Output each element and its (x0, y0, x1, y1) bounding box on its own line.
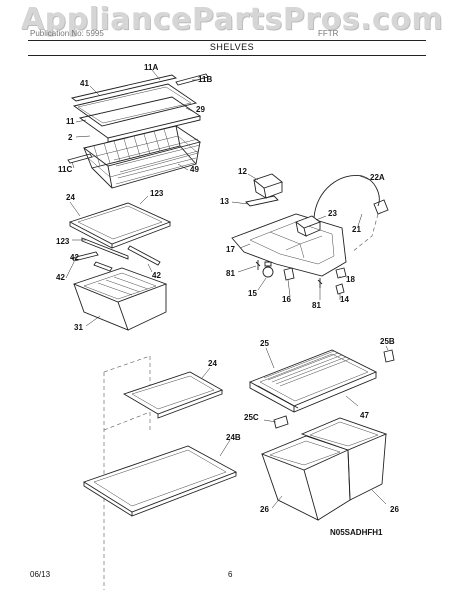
callout-24-lower: 24 (208, 359, 217, 368)
cover-frame-part (257, 385, 299, 409)
footer-page-number: 6 (228, 570, 233, 579)
shelf-basket-assembly (67, 73, 209, 189)
light-socket-part (283, 267, 295, 281)
callout-25b: 25B (380, 337, 395, 346)
callout-13: 13 (220, 197, 229, 206)
control-knob-part (253, 173, 283, 189)
drawer-slide-part (71, 251, 99, 262)
glass-shelf-part (72, 83, 198, 127)
cover-bracket-part (383, 349, 395, 363)
callout-29: 29 (196, 105, 205, 114)
callout-123-lower: 123 (56, 237, 70, 246)
callout-31: 31 (74, 323, 83, 332)
callout-15: 15 (248, 289, 257, 298)
callout-42-lower: 42 (56, 273, 65, 282)
callout-23: 23 (328, 209, 337, 218)
cover-support-part (273, 415, 289, 429)
callout-14: 14 (340, 295, 349, 304)
sensor-clip-part (373, 199, 389, 215)
bracket-part (245, 195, 279, 207)
title-rule (28, 55, 426, 56)
callout-24-upper: 24 (66, 193, 75, 202)
callout-123-upper: 123 (150, 189, 164, 198)
crisper-cover-rail-part (81, 237, 129, 260)
capillary-tube-part (313, 175, 380, 219)
callout-11b: 11B (198, 75, 212, 84)
control-housing-assembly (231, 173, 389, 295)
callout-49: 49 (190, 165, 199, 174)
fresh-food-liner-assembly (82, 355, 238, 590)
callout-11c: 11C (58, 165, 72, 174)
callout-12: 12 (238, 167, 247, 176)
crisper-cover-glass-part (248, 349, 378, 407)
callout-labels: 41 11A 11B 29 11 2 11C 49 123 24 123 42 … (56, 63, 399, 514)
callout-26-left: 26 (260, 505, 269, 514)
callout-81-left: 81 (226, 269, 235, 278)
footer-date: 06/13 (30, 570, 51, 579)
glass-shelf-24-part (122, 371, 224, 415)
callout-42-right: 42 (152, 271, 161, 280)
leader-lines (65, 69, 389, 509)
callout-25: 25 (260, 339, 269, 348)
crisper-cover-assembly (68, 202, 172, 331)
light-switch-part (335, 267, 347, 279)
crisper-bin-part (72, 267, 168, 331)
shelf-frame-part (78, 96, 202, 139)
wire-basket-part (82, 125, 202, 189)
callout-21: 21 (352, 225, 361, 234)
diagram-code: N05SADHFH1 (330, 528, 383, 537)
crisper-cover-frame-part (68, 202, 172, 245)
crisper-drawer-right-part (300, 417, 388, 501)
glass-shelf-24b-part (82, 445, 238, 513)
callout-47: 47 (360, 411, 369, 420)
callout-41: 41 (80, 79, 89, 88)
callout-18: 18 (346, 275, 355, 284)
callout-22a: 22A (370, 173, 385, 182)
header-rule (28, 40, 426, 41)
callout-24b: 24B (226, 433, 241, 442)
callout-81-right: 81 (312, 301, 321, 310)
shelf-rail-part (175, 73, 209, 86)
callout-11: 11 (66, 117, 75, 126)
light-bulb-part (262, 266, 274, 278)
crisper-pair-assembly (248, 349, 395, 521)
page-title: SHELVES (209, 42, 255, 52)
publication-number: Publication No: 5995 (30, 29, 104, 38)
housing-part (231, 213, 347, 277)
callout-42-left: 42 (70, 253, 79, 262)
callout-26-right: 26 (390, 505, 399, 514)
callout-2: 2 (68, 133, 73, 142)
shelf-trim-part (70, 74, 178, 102)
callout-11a: 11A (144, 63, 158, 72)
clip-part (335, 283, 345, 295)
screw-part (255, 260, 261, 270)
model-number: FFTR (318, 29, 339, 38)
callout-16: 16 (282, 295, 291, 304)
crisper-drawer-left-part (260, 435, 351, 521)
callout-25c: 25C (244, 413, 259, 422)
callout-17: 17 (226, 245, 235, 254)
